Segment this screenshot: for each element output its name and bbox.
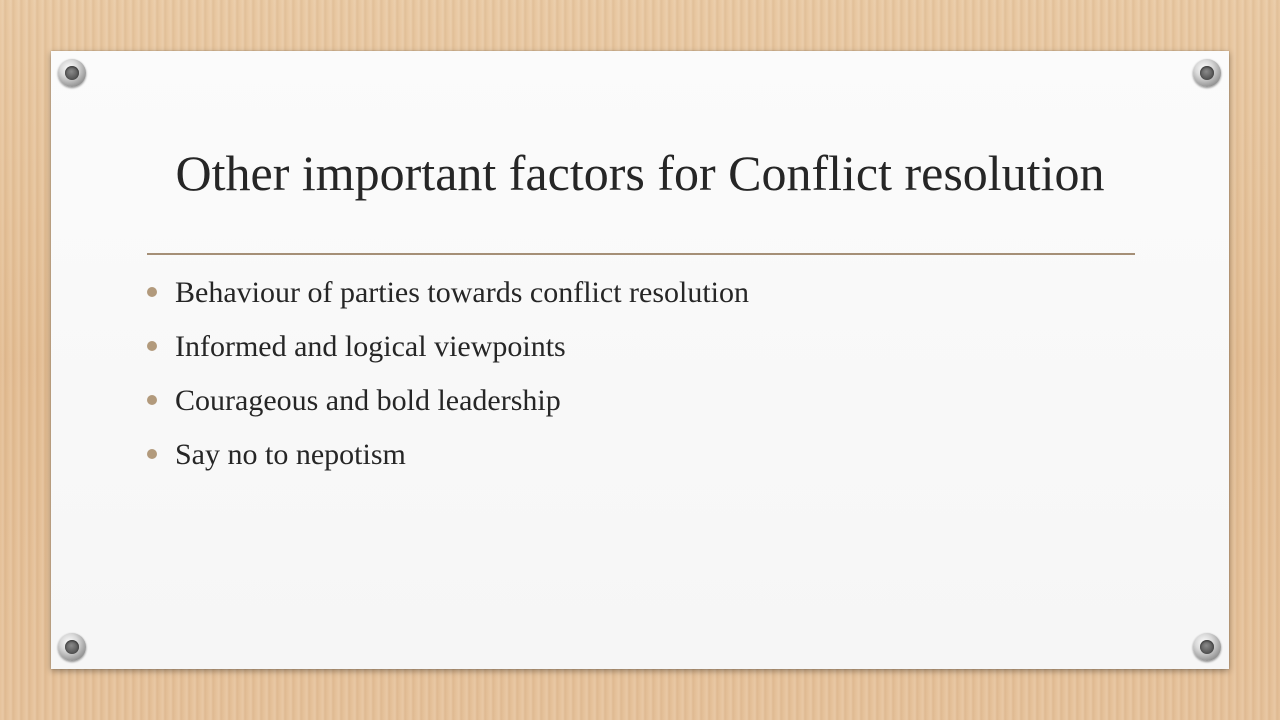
slide-title: Other important factors for Conflict res…: [175, 145, 1105, 201]
bullet-item: Behaviour of parties towards conflict re…: [147, 270, 1127, 324]
title-divider: [147, 253, 1135, 255]
rivet-bottom-right-icon: [1193, 633, 1221, 661]
slide-card: [51, 51, 1229, 669]
bullet-text: Behaviour of parties towards conflict re…: [175, 276, 750, 309]
bullet-dot-icon: [147, 341, 157, 351]
bullet-list: Behaviour of parties towards conflict re…: [147, 270, 1127, 486]
bullet-dot-icon: [147, 287, 157, 297]
bullet-item: Informed and logical viewpoints: [147, 324, 1127, 378]
rivet-top-left-icon: [58, 59, 86, 87]
rivet-top-right-icon: [1193, 59, 1221, 87]
rivet-bottom-left-icon: [58, 633, 86, 661]
bullet-text: Say no to nepotism: [175, 438, 406, 471]
bullet-dot-icon: [147, 449, 157, 459]
bullet-text: Informed and logical viewpoints: [175, 330, 566, 363]
bullet-text: Courageous and bold leadership: [175, 384, 561, 417]
bullet-item: Courageous and bold leadership: [147, 378, 1127, 432]
bullet-item: Say no to nepotism: [147, 432, 1127, 486]
bullet-dot-icon: [147, 395, 157, 405]
